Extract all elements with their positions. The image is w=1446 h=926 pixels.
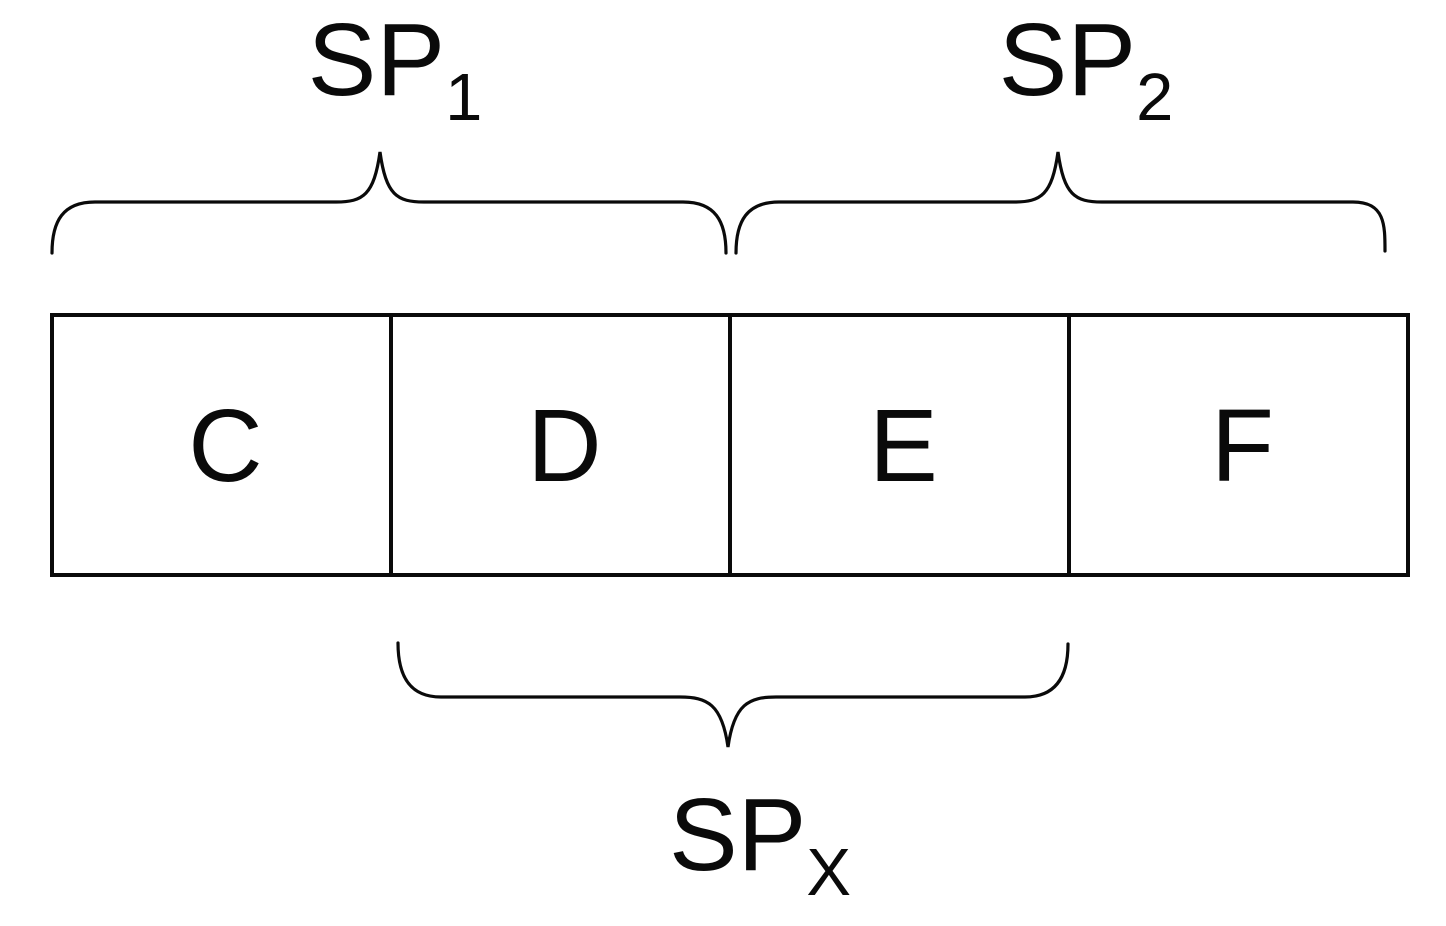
spx-label: SPX [669,783,851,907]
sp2-label: SP2 [999,8,1174,132]
sp1-label: SP1 [308,8,483,132]
sp1-text: SP [307,2,446,117]
spx-subscript: X [806,834,852,910]
block-cell-4: F [1067,317,1406,573]
block-label-f: F [1211,387,1274,503]
block-label-e: E [869,387,938,503]
block-label-d: D [527,387,602,503]
sp2-brace [734,151,1387,255]
spx-text: SP [668,777,807,892]
block-cell-2: D [389,317,728,573]
sp2-subscript: 2 [1136,59,1174,135]
sp2-text: SP [998,2,1137,117]
sp1-subscript: 1 [445,59,483,135]
block-cell-1: C [54,317,389,573]
sp1-brace [50,151,728,255]
block-label-c: C [188,387,263,503]
block-cell-3: E [728,317,1067,573]
spx-brace [396,641,1070,748]
block-row: C D E F [50,313,1410,577]
